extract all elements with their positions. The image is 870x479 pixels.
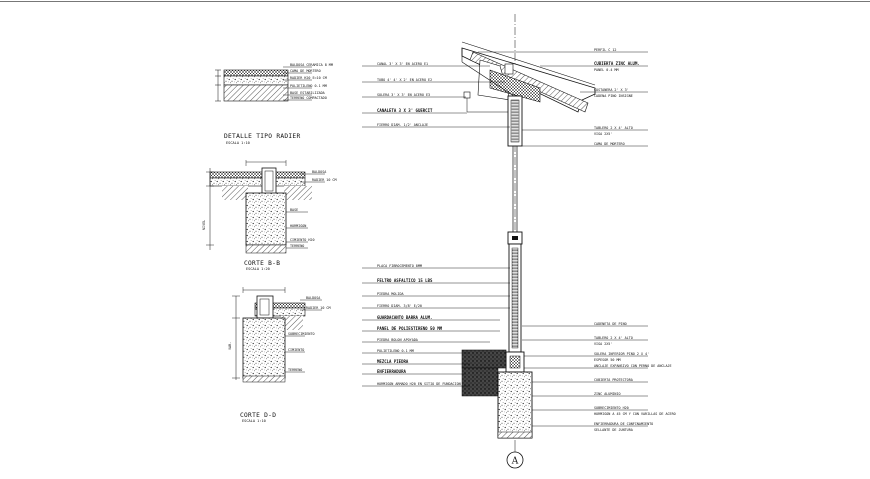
corte-d-label-5: TERRENO [288, 368, 302, 372]
left-label-4: CANALETA 3 X 3' GUERCIT [377, 108, 433, 113]
corte-d-label-2: RADIER 10 CM [306, 306, 331, 310]
corte-b-b: BALDOSA RADIER 10 CM BASE HORMIGON CIMIE… [202, 160, 337, 271]
right-label-14: ANCLAJE EXPANSIVO CON PERNO DE ANCLAJE [594, 364, 672, 368]
corte-d-scale: ESCALA 1:10 [242, 419, 266, 423]
corte-d-label-3: SOBRECIMIENTO [288, 332, 315, 336]
left-label-2: TUBO 4' 4' X 2' EN ACERO E2 [377, 78, 432, 82]
detalle-tipo-radier: BALDOSA CERAMICA 8 MM CAMA DE MORTERO RA… [215, 63, 333, 145]
right-label-5: CADENA PINO INSIGNE [594, 94, 633, 98]
left-label-11: PANEL DE POLIESTIRENO 50 MM [377, 326, 443, 331]
right-label-8: CAMA DE MORTERO [594, 142, 625, 146]
right-label-12: SOLERA INFERIOR PINO 2 X 4' [594, 352, 649, 356]
left-label-13: POLIETILENO 0.1 MM [377, 349, 414, 353]
left-label-15: ENFIERRADURA [377, 369, 406, 374]
left-leader-labels [362, 65, 510, 387]
corte-b-label-6: TERRENO [290, 244, 304, 248]
main-wall-section: A [461, 14, 596, 469]
right-label-2: CUBIERTA ZINC ALUM. [594, 61, 640, 66]
corte-b-label-4: HORMIGON [290, 224, 306, 228]
corte-d-vertical-label: VAR. [228, 342, 232, 350]
left-label-14: MEZCLA PIEDRA [377, 359, 409, 364]
right-label-4: COSTANERA 2' X 3' [594, 88, 629, 92]
radier-title: DETALLE TIPO RADIER [224, 133, 300, 140]
left-label-5: FIERRO DIAM. 1/2' ANCLAJE [377, 123, 428, 127]
radier-scale: ESCALA 1:10 [226, 141, 250, 145]
right-label-13: ESPESOR 50 MM [594, 358, 621, 362]
right-label-15: CUBIERTA PROTECTORA [594, 378, 633, 382]
corte-b-label-5: CIMIENTO H20 [290, 238, 315, 242]
left-label-8: PIEDRA MOLIDA [377, 292, 404, 296]
right-label-17: SOBRECIMIENTO H20 [594, 406, 629, 410]
right-label-19: ENFIERRADURA DE CONFINAMIENTO [594, 422, 653, 426]
corte-d-label-1: BALDOSA [306, 296, 320, 300]
corte-d-d: BALDOSA RADIER 10 CM SOBRECIMIENTO CIMIE… [228, 287, 331, 423]
right-label-16: ZINC ALUMINIO [594, 392, 621, 396]
right-label-18: HORMIGON A 45 CM Y CON VARILLAS DE ACERO [594, 412, 676, 416]
radier-label-2: CAMA DE MORTERO [290, 69, 321, 73]
radier-label-5: BASE ESTABILIZADA [290, 91, 325, 95]
left-label-12: PIEDRA BOLON APOYADA [377, 338, 418, 342]
corte-d-title: CORTE D-D [240, 412, 276, 419]
corte-b-title: CORTE B-B [244, 260, 280, 267]
right-label-7: VIGA 2X5' [594, 132, 612, 136]
right-label-3: PANEL 0.4 MM [594, 68, 619, 72]
left-label-7: FELTRO ASFALTICO 15 LBS [377, 278, 433, 283]
left-label-16: HORMIGON ARMADO H20 EN SITIO DE FUNDACIO… [377, 382, 461, 386]
radier-label-1: BALDOSA CERAMICA 8 MM [290, 63, 333, 67]
right-label-20: SELLANTE DE JUNTURA [594, 428, 633, 432]
left-label-6: PLACA FIBROCEMENTO 8MM [377, 264, 422, 268]
radier-label-4: POLIETILENO 0.1 MM [290, 84, 327, 88]
left-label-1: CANAL 3' X 3' EN ACERO E1 [377, 62, 428, 66]
right-label-9: CADENETA DE PINO [594, 322, 627, 326]
corte-d-label-4: CIMIENTO [288, 348, 304, 352]
right-label-10: TABLERO 2 X 4' ALTO [594, 336, 633, 340]
right-label-11: VIGA 2X5' [594, 342, 612, 346]
axis-marker-circle [506, 451, 524, 469]
axis-marker-label: A [511, 457, 519, 467]
corte-b-label-1: BALDOSA [312, 170, 326, 174]
radier-label-3: RADIER H20 E=10 CM [290, 76, 327, 80]
corte-b-scale: ESCALA 1:20 [246, 267, 270, 271]
right-label-6: TABLERO 2 X 4' ALTO [594, 126, 633, 130]
corte-b-label-3: BASE [290, 208, 298, 212]
left-label-10: GUARDACANTO BARRA ALUM. [377, 315, 432, 320]
corte-b-vertical-label: NIVEL [202, 220, 206, 230]
left-label-9: FIERRO DIAM. 3/8' E/20 [377, 304, 422, 308]
right-label-1: PERFIL C 12 [594, 48, 616, 52]
right-leader-labels [478, 51, 648, 427]
left-label-3: SOLERA 3' X 3' EN ACERO E3 [377, 93, 430, 97]
corte-b-label-2: RADIER 10 CM [312, 178, 337, 182]
radier-label-6: TERRENO COMPACTADO [290, 96, 327, 100]
